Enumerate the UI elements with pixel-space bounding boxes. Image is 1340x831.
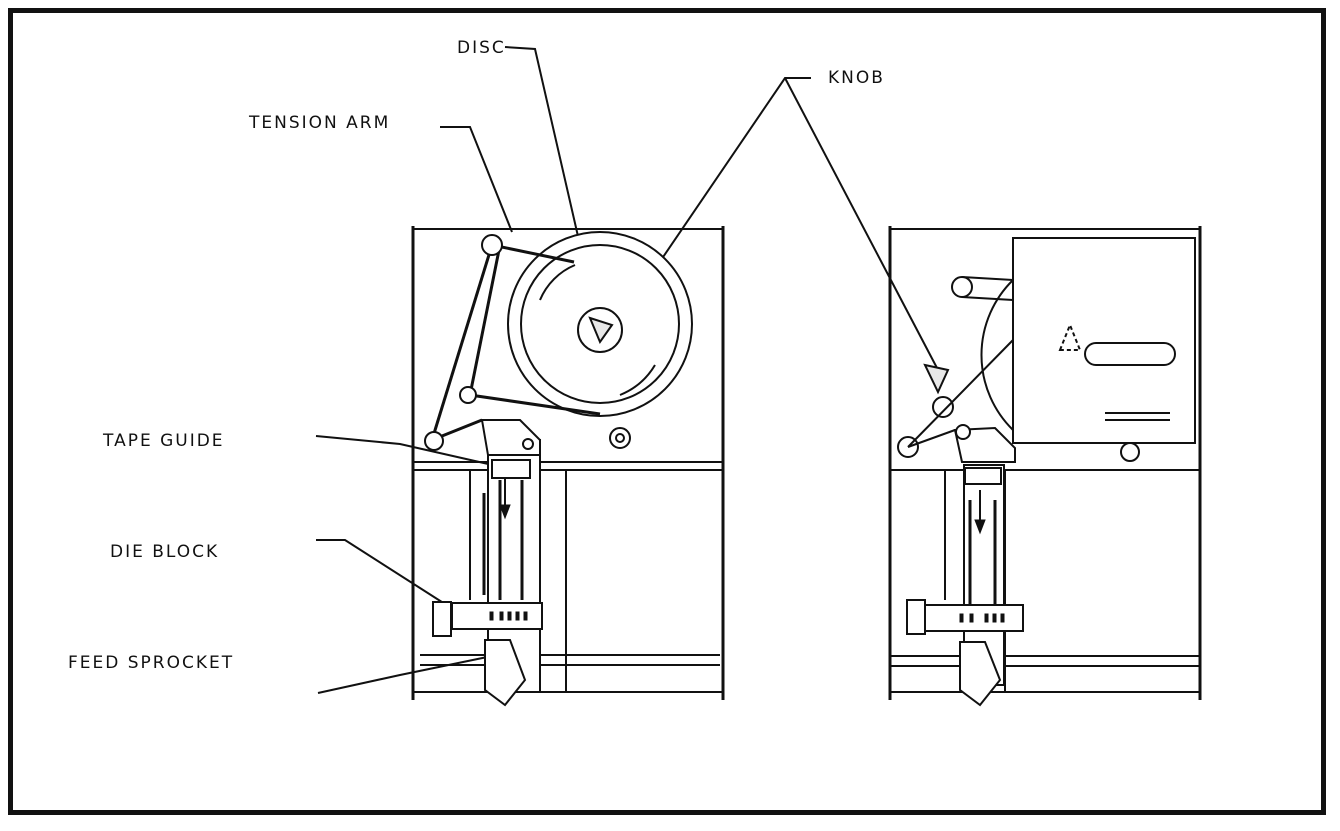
leader-disc: [504, 46, 581, 246]
label-feed-sprocket: FEED SPROCKET: [68, 653, 234, 673]
left-feed-sprocket: [484, 639, 527, 707]
leader-tension-arm: [440, 126, 513, 233]
leader-knob-right: [784, 77, 938, 369]
label-disc: DISC: [457, 38, 506, 58]
right-die-block: [924, 604, 1024, 632]
left-disc-inner: [520, 244, 680, 404]
left-tension-arm-long: [430, 244, 494, 441]
right-feed-sprocket: [959, 641, 1002, 707]
right-cover-slot: [1084, 342, 1176, 366]
left-tension-arm-pivot: [481, 234, 503, 256]
right-disc-edge: [980, 279, 1014, 431]
left-unit: [411, 226, 725, 707]
left-die-teeth: [489, 611, 528, 621]
leader-tape-guide: [315, 435, 498, 467]
leader-lines: [315, 46, 938, 694]
label-tension-arm: TENSION ARM: [248, 113, 390, 133]
right-cover: [1012, 237, 1196, 444]
left-tape-guide: [491, 459, 531, 479]
right-knob: [923, 363, 950, 395]
left-tape-arrow: [499, 504, 511, 520]
left-knob: [588, 316, 614, 345]
left-die-block: [451, 602, 543, 630]
right-unit: [888, 226, 1202, 707]
leader-feed-sprocket: [317, 654, 498, 694]
label-knob: KNOB: [828, 68, 885, 88]
label-tape-guide: TAPE GUIDE: [102, 431, 225, 451]
label-die-block: DIE BLOCK: [110, 542, 219, 562]
leader-die-block: [316, 539, 471, 621]
